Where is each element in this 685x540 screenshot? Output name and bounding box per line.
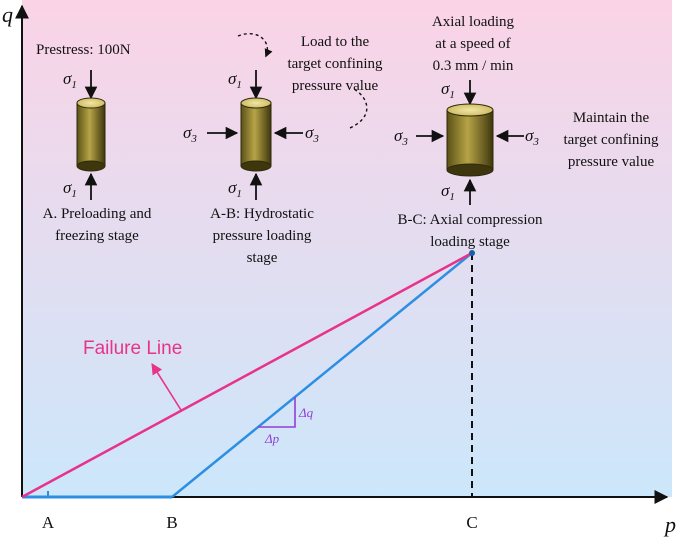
sigma-subscript: 1 — [236, 79, 242, 91]
stage-ab-caption-line-2: pressure loading — [213, 228, 312, 244]
stage-ab-note-line-3: pressure value — [292, 78, 379, 94]
failure-line — [21, 251, 473, 499]
stage-ab-specimen-cylinder — [240, 97, 272, 172]
sigma-glyph: σ — [228, 178, 237, 197]
stage-bc-caption-line-2: loading stage — [430, 234, 510, 250]
stage-bc-top-note-line-3: 0.3 mm / min — [433, 58, 514, 74]
stage-bc-right-note-line-3: pressure value — [568, 154, 655, 170]
sigma-subscript: 1 — [449, 191, 455, 203]
failure-line-label: Failure Line — [83, 338, 182, 359]
stage-bc-group: Axial loading at a speed of 0.3 mm / min… — [394, 14, 659, 250]
sigma-subscript: 1 — [71, 188, 77, 200]
tick-label-c: C — [466, 513, 477, 532]
stress-path-axial — [171, 252, 473, 498]
sigma-glyph: σ — [441, 79, 450, 98]
sigma-glyph: σ — [228, 69, 237, 88]
stage-ab-note-line-1: Load to the — [301, 34, 370, 50]
stage-bc-sigma3-left: σ3 — [394, 126, 408, 148]
stage-ab-sigma3-right: σ3 — [305, 123, 319, 145]
stage-a-caption-line-2: freezing stage — [55, 228, 139, 244]
tick-label-a: A — [42, 513, 55, 532]
stage-bc-specimen-cylinder — [446, 103, 494, 177]
stage-ab-group: σ1 σ3 σ3 σ1 Load to the target confining… — [183, 33, 383, 266]
peak-point — [469, 250, 475, 256]
plot-background — [22, 0, 672, 497]
stage-ab-note-line-2: target confining — [287, 56, 383, 72]
stage-bc-top-note-line-2: at a speed of — [435, 36, 510, 52]
failure-line-pointer — [151, 363, 182, 411]
stage-ab-caption-line-1: A-B: Hydrostatic — [210, 206, 314, 222]
stage-a-prestress-note: Prestress: 100N — [36, 42, 131, 58]
stage-ab-caption-line-3: stage — [247, 250, 278, 266]
stage-bc-right-note-line-2: target confining — [563, 132, 659, 148]
sigma-glyph: σ — [305, 123, 314, 142]
tick-label-b: B — [166, 513, 177, 532]
sigma-subscript: 3 — [312, 133, 319, 145]
stage-bc-caption-line-1: B-C: Axial compression — [398, 212, 543, 228]
sigma-glyph: σ — [63, 178, 72, 197]
stage-bc-right-note-line-1: Maintain the — [573, 110, 650, 126]
x-axis-label: p — [663, 512, 676, 537]
sigma-subscript: 1 — [449, 89, 455, 101]
stage-ab-loop-arrow-bottom — [349, 87, 368, 129]
slope-dq-label: Δq — [298, 405, 314, 420]
stage-a-group: Prestress: 100N σ1 σ1 A. Preloading and … — [36, 42, 152, 244]
stage-bc-top-note-line-1: Axial loading — [432, 14, 515, 30]
stage-a-caption-line-1: A. Preloading and — [43, 206, 152, 222]
sigma-glyph: σ — [441, 181, 450, 200]
y-axis-label: q — [2, 2, 13, 27]
stage-bc-sigma1-top: σ1 — [441, 79, 455, 101]
stage-ab-sigma1-top: σ1 — [228, 69, 242, 91]
sigma-subscript: 1 — [71, 79, 77, 91]
stage-a-specimen-cylinder — [76, 97, 106, 172]
stage-ab-sigma3-left: σ3 — [183, 123, 197, 145]
sigma-subscript: 1 — [236, 188, 242, 200]
stage-bc-sigma1-bottom: σ1 — [441, 181, 455, 203]
sigma-subscript: 3 — [190, 133, 197, 145]
stage-a-sigma1-top: σ1 — [63, 69, 77, 91]
sigma-glyph: σ — [63, 69, 72, 88]
stage-ab-sigma1-bottom: σ1 — [228, 178, 242, 200]
sigma-subscript: 3 — [401, 136, 408, 148]
slope-dp-label: Δp — [264, 431, 280, 446]
stage-bc-sigma3-right: σ3 — [525, 126, 539, 148]
sigma-glyph: σ — [183, 123, 192, 142]
stage-ab-loop-arrow-top — [237, 33, 273, 58]
stage-a-sigma1-bottom: σ1 — [63, 178, 77, 200]
sigma-glyph: σ — [394, 126, 403, 145]
sigma-subscript: 3 — [532, 136, 539, 148]
sigma-glyph: σ — [525, 126, 534, 145]
slope-triangle — [258, 397, 296, 428]
